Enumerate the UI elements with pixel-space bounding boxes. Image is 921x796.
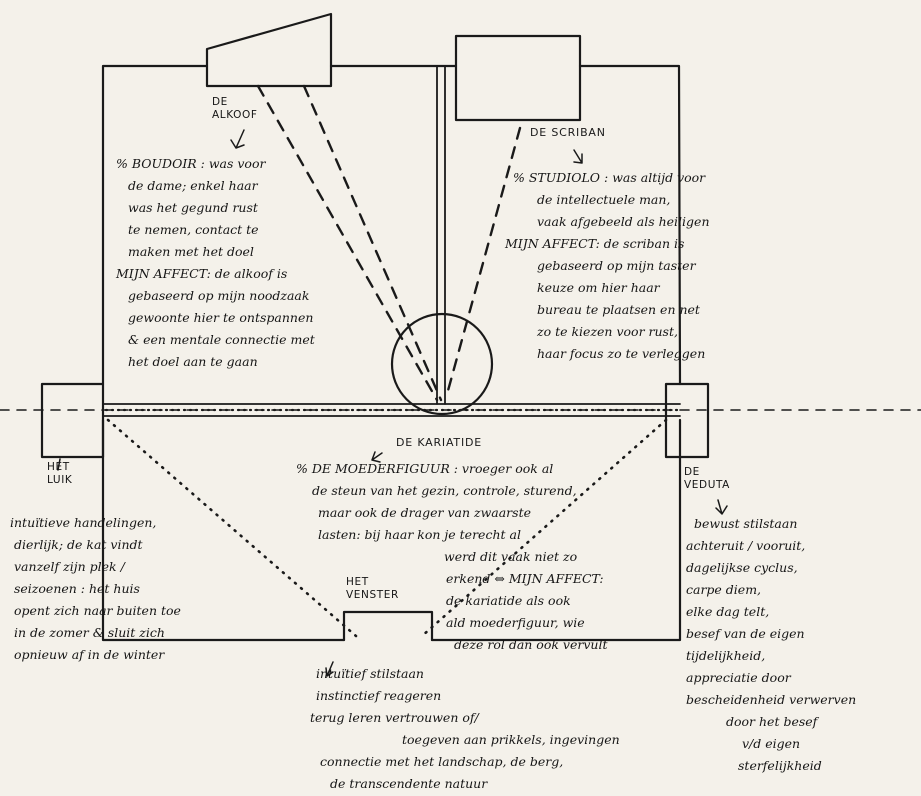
- alkoof-arrow: [230, 129, 245, 149]
- note-veduta: bewust stilstaan achteruit / vooruit, da…: [686, 514, 856, 778]
- kariatide-circle: [390, 312, 494, 416]
- note-line: carpe diem,: [686, 582, 762, 597]
- note-line: keuze om hier haar: [537, 280, 660, 295]
- note-line: opent zich naar buiten toe: [14, 603, 181, 618]
- venster-sightline-right: [420, 418, 668, 638]
- note-line: achteruit / vooruit,: [686, 538, 806, 553]
- note-line: seizoenen : het huis: [14, 581, 140, 596]
- note-line: de transcendente natuur: [330, 776, 488, 791]
- label-luik-line: LUIK: [47, 474, 73, 486]
- venster-sightline-left: [106, 418, 358, 638]
- scriban-arrow: [573, 149, 583, 164]
- note-line: & een mentale connectie met: [128, 332, 315, 347]
- note-line: intuïtief stilstaan: [316, 666, 424, 681]
- room-outline: [101, 64, 682, 642]
- note-line: bureau te plaatsen en net: [537, 302, 700, 317]
- venster-arrow: [325, 661, 334, 677]
- note-line: de dame; enkel haar: [128, 178, 258, 193]
- note-line: ald moederfiguur, wie: [446, 615, 585, 630]
- note-line: v/d eigen: [742, 736, 801, 751]
- note-line: MIJN AFFECT: de scriban is: [505, 236, 685, 251]
- note-line: toegeven aan prikkels, ingevingen: [402, 732, 620, 747]
- note-line: was het gegund rust: [128, 200, 258, 215]
- note-luik: intuïtieve handelingen, dierlijk; de kat…: [10, 512, 181, 666]
- note-line: terug leren vertrouwen of/: [310, 710, 479, 725]
- label-veduta-line: VEDUTA: [684, 479, 730, 491]
- note-line: vanzelf zijn plek /: [14, 559, 125, 574]
- note-line: connectie met het landschap, de berg,: [320, 754, 564, 769]
- note-scriban: % STUDIOLO : was altijd voor de intellec…: [505, 166, 710, 364]
- note-line: het doel aan te gaan: [128, 354, 258, 369]
- note-line: de intellectuele man,: [537, 192, 671, 207]
- note-kariatide: % DE MOEDERFIGUUR : vroeger ook al de st…: [296, 458, 607, 656]
- note-line: in de zomer & sluit zich: [14, 625, 165, 640]
- note-line: besef van de eigen: [686, 626, 805, 641]
- alkoof-sightline-left: [256, 84, 439, 402]
- note-line: % BOUDOIR : was voor: [116, 156, 266, 171]
- note-line: % STUDIOLO : was altijd voor: [513, 170, 706, 185]
- veduta-shape: [664, 382, 710, 459]
- note-line: de kariatide als ook: [446, 593, 571, 608]
- note-line: haar focus zo te verleggen: [537, 346, 706, 361]
- note-line: bescheidenheid verwerven: [686, 692, 857, 707]
- note-line: elke dag telt,: [686, 604, 770, 619]
- note-line: opnieuw af in de winter: [14, 647, 165, 662]
- note-line: sterfelijkheid: [738, 758, 822, 773]
- note-line: lasten: bij haar kon je terecht al: [318, 527, 521, 542]
- luik-shape: [40, 382, 105, 459]
- note-line: maar ook de drager van zwaarste: [318, 505, 531, 520]
- note-line: MIJN AFFECT: de alkoof is: [116, 266, 288, 281]
- note-line: dagelijkse cyclus,: [686, 560, 798, 575]
- label-scriban: DE SCRIBAN: [530, 126, 606, 139]
- label-luik: HET LUIK: [47, 461, 72, 487]
- label-venster: HET VENSTER: [346, 576, 399, 602]
- label-veduta: DE VEDUTA: [684, 466, 730, 492]
- luik-arrow: [57, 458, 61, 471]
- note-line: intuïtieve handelingen,: [10, 515, 157, 530]
- note-line: deze rol dan ook vervult: [454, 637, 608, 652]
- label-luik-line: HET: [47, 461, 70, 473]
- note-line: door het besef: [726, 714, 818, 729]
- label-kariatide: DE KARIATIDE: [396, 436, 483, 449]
- note-line: dierlijk; de kat vindt: [14, 537, 143, 552]
- note-line: tijdelijkheid,: [686, 648, 766, 663]
- kariatide-arrow: [371, 451, 383, 463]
- alkoof-sightline-right: [302, 84, 443, 402]
- note-line: werd dit vaak niet zo: [444, 549, 578, 564]
- note-line: erkend ⇔ MIJN AFFECT:: [446, 571, 604, 586]
- note-line: bewust stilstaan: [694, 516, 798, 531]
- note-line: zo te kiezen voor rust,: [537, 324, 678, 339]
- note-line: de steun van het gezin, controle, sturen…: [312, 483, 577, 498]
- note-line: appreciatie door: [686, 670, 791, 685]
- note-line: gewoonte hier te ontspannen: [128, 310, 314, 325]
- note-venster: intuïtief stilstaan instinctief reageren…: [310, 664, 620, 796]
- label-veduta-line: DE: [684, 466, 700, 478]
- note-line: maken met het doel: [128, 244, 254, 259]
- note-line: % DE MOEDERFIGUUR : vroeger ook al: [296, 461, 554, 476]
- alkoof-shape: [205, 12, 333, 88]
- scriban-sightline: [444, 126, 522, 400]
- label-alkoof-line: ALKOOF: [212, 109, 258, 121]
- note-line: gebaseerd op mijn taster: [537, 258, 696, 273]
- note-line: instinctief reageren: [316, 688, 442, 703]
- label-venster-line: HET: [346, 576, 369, 588]
- label-alkoof: DE ALKOOF: [212, 96, 258, 122]
- veduta-arrow: [715, 499, 728, 515]
- note-line: vaak afgebeeld als heiligen: [537, 214, 710, 229]
- note-line: te nemen, contact te: [128, 222, 259, 237]
- note-alkoof: % BOUDOIR : was voor de dame; enkel haar…: [116, 152, 315, 372]
- note-line: gebaseerd op mijn noodzaak: [128, 288, 310, 303]
- label-venster-line: VENSTER: [346, 589, 399, 601]
- label-alkoof-line: DE: [212, 96, 228, 108]
- scriban-shape: [454, 34, 582, 122]
